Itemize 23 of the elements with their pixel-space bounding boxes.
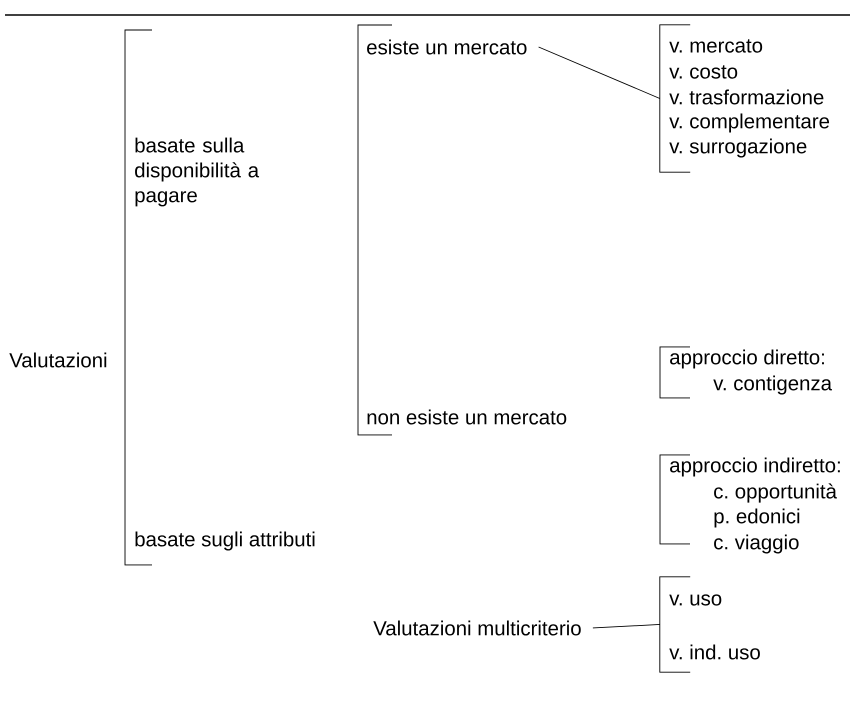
bracket [659, 576, 691, 673]
item-label: v. costo [669, 65, 738, 79]
item-label: non esiste un mercato [368, 410, 566, 424]
item-label: basate sugli attributi [136, 531, 314, 550]
item-label: Valutazioni [9, 352, 106, 368]
item-label: v. complementare [669, 113, 830, 132]
item-label: v. ind. uso [669, 644, 760, 660]
item-label: v. contigenza [713, 375, 832, 394]
branch-label: esiste un mercato [367, 40, 526, 54]
item-label: v. surrogazione [669, 138, 806, 158]
item-label: v. uso [669, 594, 722, 606]
item-label: c. viaggio [714, 534, 799, 554]
item-label: v. trasformazione [669, 90, 824, 104]
bracket [659, 24, 691, 173]
item-label: c. opportunità [714, 483, 837, 503]
connector-line [592, 624, 660, 628]
item-label: approccio indiretto: [670, 457, 840, 476]
item-label: basate sulla disponibilità a pagare [135, 138, 260, 206]
item-label: p. edonici [714, 508, 800, 528]
item-label: v. mercato [669, 39, 762, 53]
branch-label: Valutazioni multicriterio [373, 620, 581, 636]
item-label: approccio diretto: [670, 349, 824, 368]
connector-line [538, 46, 660, 99]
